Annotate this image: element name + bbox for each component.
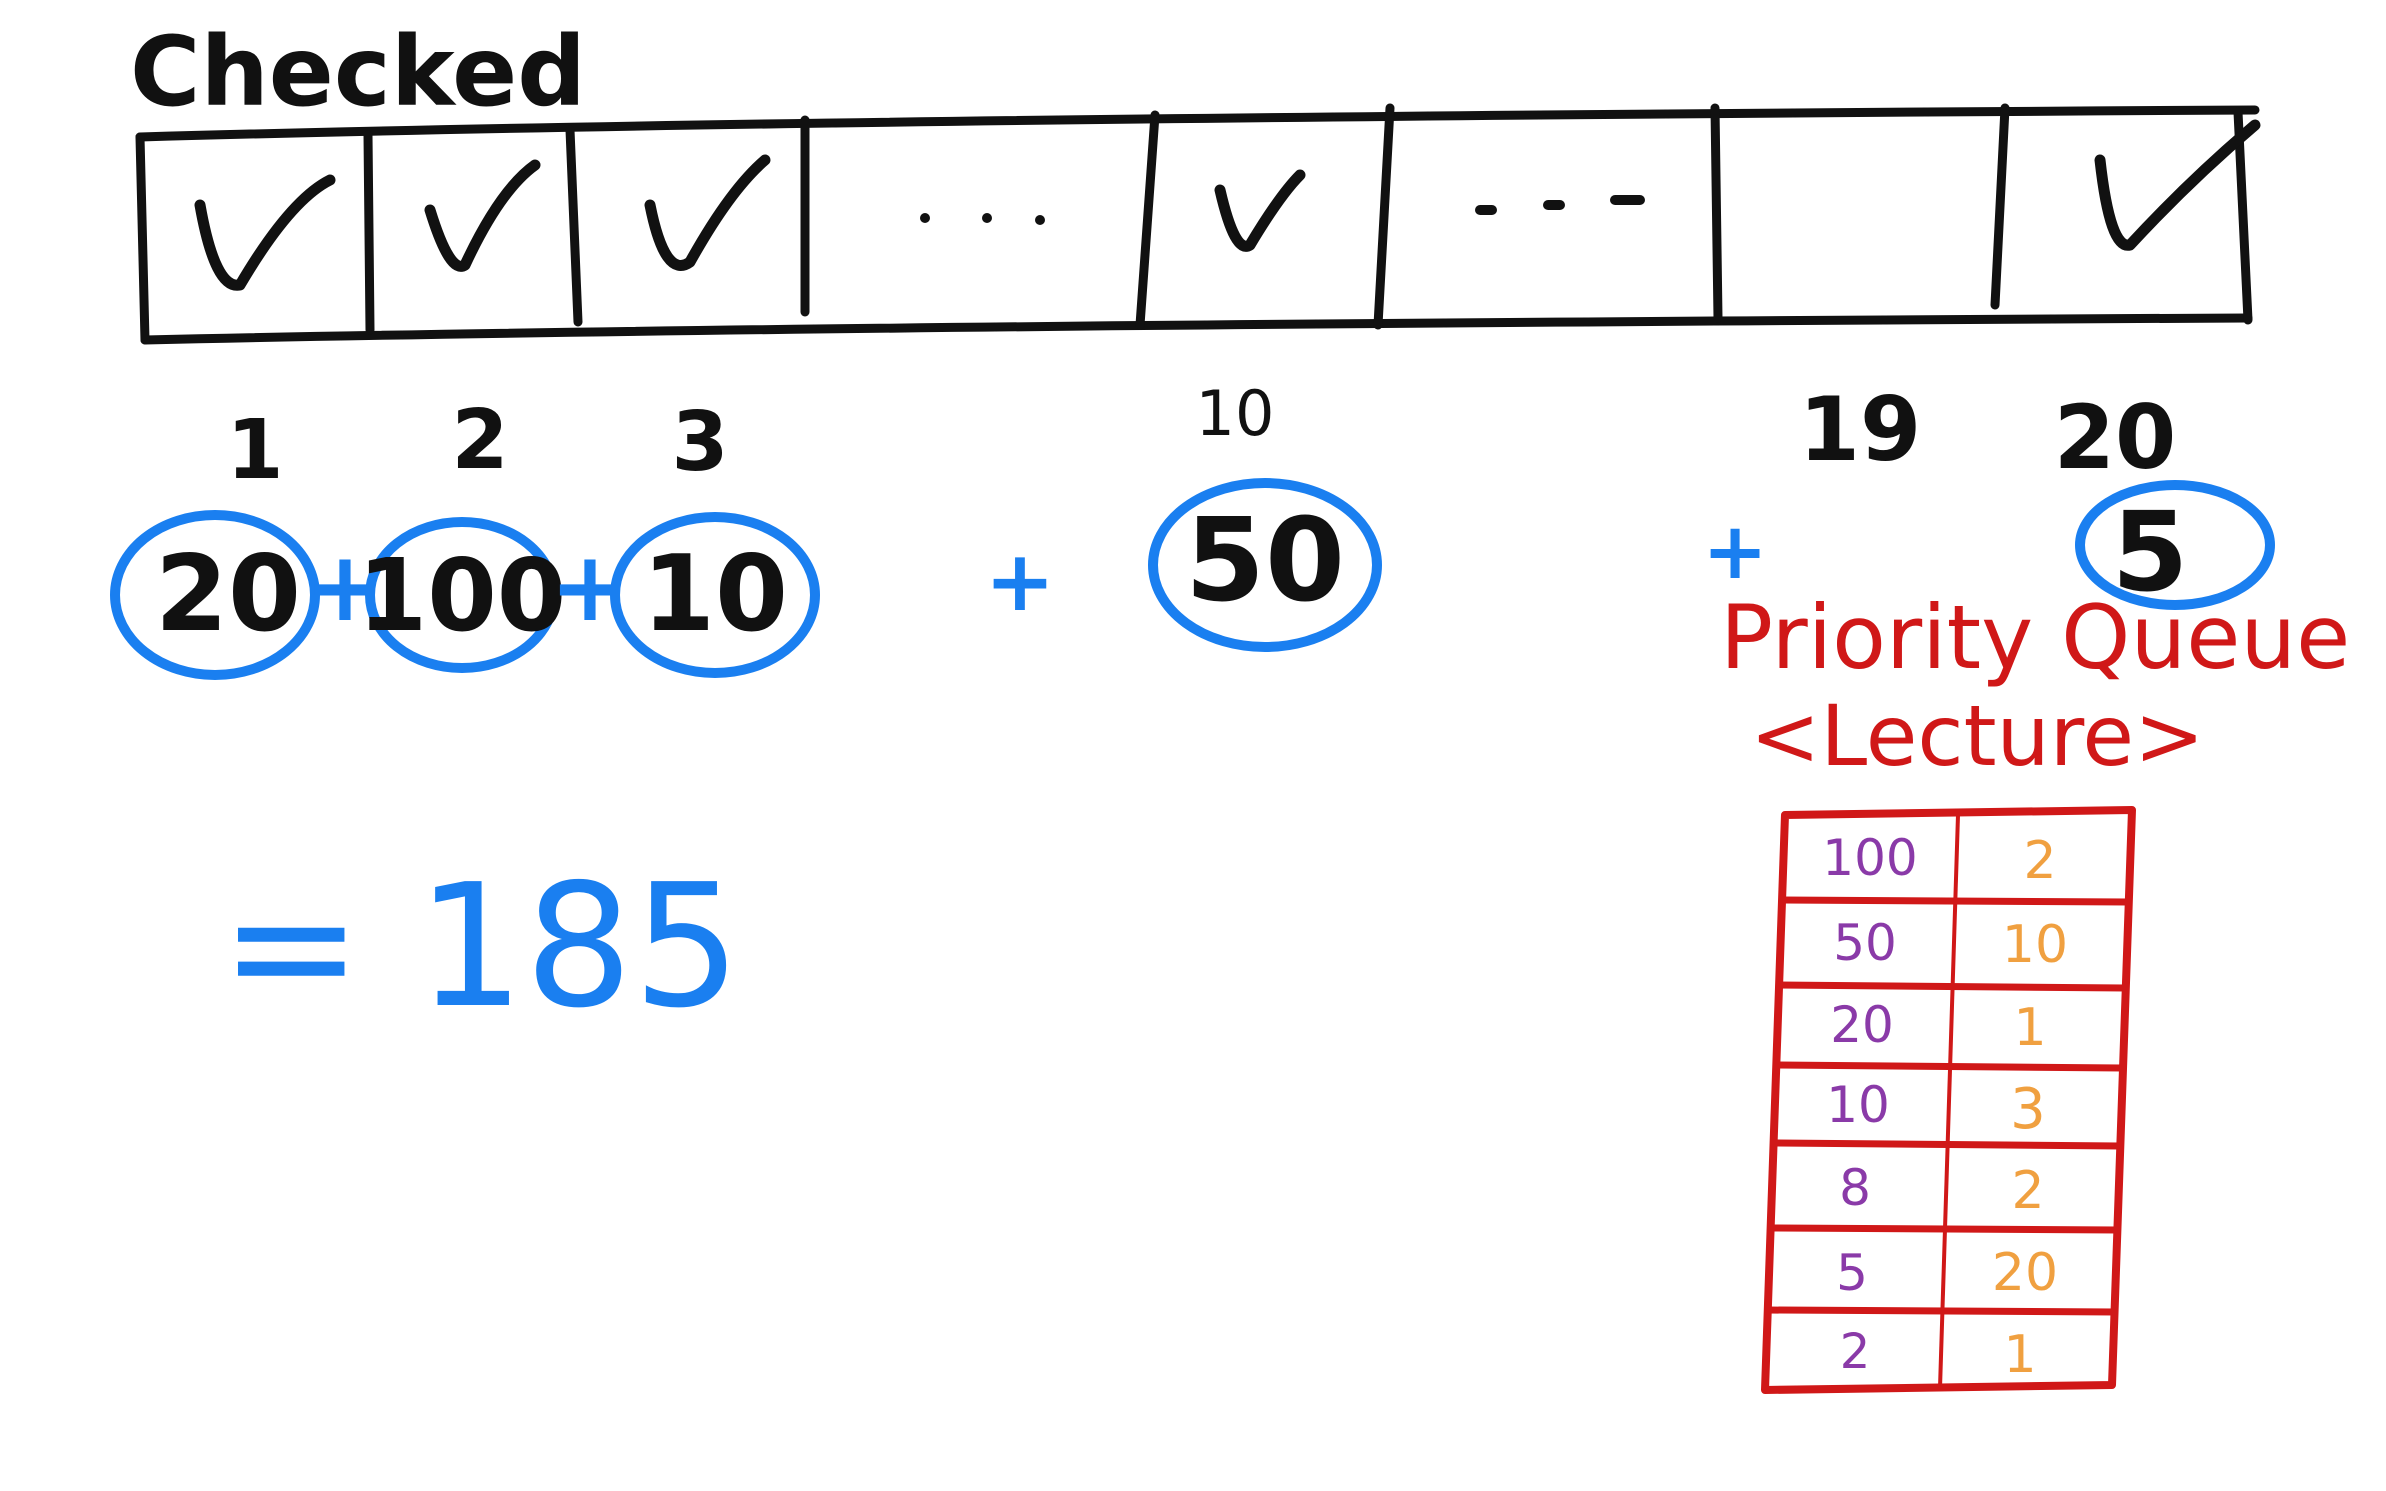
check-icon: [644, 154, 771, 271]
row-divider: [1777, 981, 2126, 992]
table-row: 2 1: [1840, 1324, 2037, 1385]
column-divider: [1938, 814, 1960, 1389]
table-row: 10 3: [1826, 1076, 2046, 1142]
array-left-border: [135, 132, 150, 345]
queue-lecture: 2: [2023, 831, 2056, 891]
table-row: 50 10: [1833, 914, 2068, 975]
circled-term: 5: [2075, 480, 2275, 616]
checkbox-array: [135, 103, 2260, 345]
cell-divider: [1710, 103, 1723, 323]
array-right-border: [2233, 107, 2253, 325]
queue-lecture: 10: [2002, 915, 2068, 975]
queue-value: 20: [1830, 996, 1894, 1054]
check-icon: [2094, 119, 2261, 251]
ellipsis: [1475, 195, 1645, 215]
ellipsis: [920, 213, 1045, 225]
row-dividers: [1767, 896, 2129, 1316]
highlight-circle: [1148, 478, 1382, 652]
table-row: 100 2: [1822, 829, 2056, 891]
term-value: 50: [1185, 494, 1345, 628]
sum-row: 20 + 100 + 10 + 50 + 5: [110, 478, 2275, 680]
queue-lecture: 3: [2010, 1077, 2046, 1142]
queue-value: 10: [1826, 1076, 1890, 1134]
cell-divider: [1135, 110, 1160, 330]
highlight-circle: [2075, 480, 2275, 610]
sum-result: = 185: [220, 848, 741, 1046]
array-top-border: [135, 105, 2260, 142]
index-label: 20: [2054, 386, 2176, 489]
cell-divider: [1990, 103, 2010, 310]
table-row: 5 20: [1836, 1243, 2058, 1303]
index-label: 19: [1799, 378, 1921, 481]
circled-term: 100: [358, 517, 567, 673]
queue-lecture: 1: [2013, 998, 2046, 1058]
term-value: 20: [155, 533, 301, 655]
row-divider: [1781, 896, 2129, 906]
ellipsis-dot: [982, 213, 992, 223]
circled-term: 50: [1148, 478, 1382, 652]
cell-divider: [1373, 103, 1395, 330]
highlight-circle: [110, 510, 320, 680]
highlight-circle: [365, 517, 559, 673]
circled-term: 10: [610, 512, 820, 678]
ellipsis-dot: [1035, 215, 1045, 225]
table-outline: [1761, 806, 2136, 1394]
plus-sign: +: [985, 532, 1055, 630]
row-divider: [1769, 1224, 2119, 1234]
row-divider: [1774, 1061, 2123, 1072]
index-label: 3: [671, 395, 728, 490]
highlight-circle: [610, 512, 820, 678]
table-row: 8 2: [1839, 1159, 2044, 1221]
term-value: 100: [358, 537, 567, 654]
index-label: 2: [451, 393, 508, 488]
array-bottom-border: [140, 313, 2253, 345]
queue-value: 50: [1833, 914, 1897, 972]
queue-value: 100: [1822, 829, 1917, 887]
queue-value: 8: [1839, 1159, 1871, 1217]
queue-lecture: 20: [1992, 1243, 2058, 1303]
queue-value: 5: [1836, 1244, 1868, 1302]
plus-sign: +: [1702, 507, 1767, 597]
ellipsis-dot: [920, 213, 930, 223]
index-label: 1: [226, 403, 283, 498]
priority-queue-subtitle: <Lecture>: [1750, 687, 2205, 785]
row-divider: [1771, 1139, 2121, 1150]
checked-title: Checked: [130, 16, 586, 128]
check-icon: [1214, 169, 1306, 252]
checkbox-cells: [194, 119, 2261, 291]
table-row: 20 1: [1830, 996, 2046, 1058]
priority-queue-table: 100 2 50 10 20 1 10 3 8 2 5 20 2 1: [1761, 806, 2136, 1394]
check-icon: [194, 174, 336, 291]
circled-term: 20: [110, 510, 320, 680]
cell-divider: [363, 130, 375, 335]
index-label: 10: [1196, 377, 1275, 450]
cell-divider: [565, 125, 583, 327]
queue-lecture: 2: [2011, 1161, 2044, 1221]
priority-queue-title: Priority Queue: [1720, 586, 2350, 689]
row-divider: [1767, 1306, 2116, 1316]
check-icon: [424, 159, 541, 272]
term-value: 10: [642, 533, 788, 655]
queue-value: 2: [1840, 1324, 1871, 1380]
term-value: 5: [2112, 488, 2189, 616]
queue-lecture: 1: [2003, 1325, 2036, 1385]
